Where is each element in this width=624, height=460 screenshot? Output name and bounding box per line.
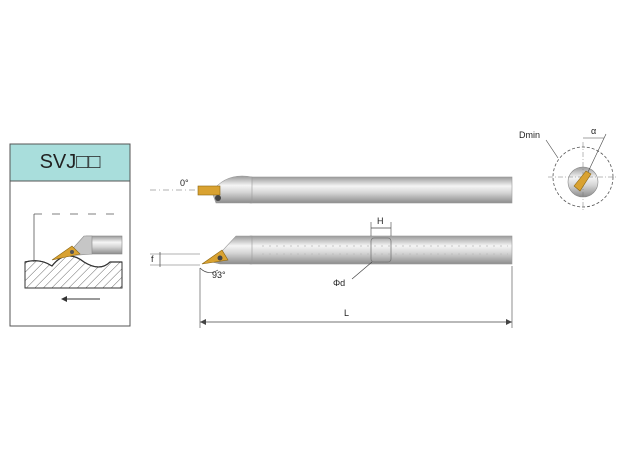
- lead-angle-label: 0°: [180, 178, 189, 188]
- length-label: L: [344, 308, 349, 318]
- diameter-leader: [351, 261, 373, 280]
- end-view: [545, 133, 618, 212]
- approach-angle-arc: [199, 267, 219, 273]
- top-insert: [197, 185, 221, 196]
- tool-side-view: [150, 222, 513, 328]
- title-box: [9, 143, 131, 182]
- tool-top-view: [150, 175, 513, 204]
- clearance-line: [587, 133, 607, 173]
- approach-angle-label: 93°: [212, 270, 226, 280]
- side-shank: [249, 235, 513, 265]
- offset-label: f: [151, 254, 154, 264]
- l-arrow-right: [506, 319, 512, 325]
- side-screw: [217, 255, 223, 261]
- dmin-label: Dmin: [519, 130, 540, 140]
- alpha-label: α: [591, 126, 596, 136]
- model-title: SVJ□□: [39, 151, 101, 173]
- dmin-leader: [545, 139, 559, 159]
- end-insert: [573, 170, 592, 192]
- side-insert: [201, 249, 229, 265]
- l-arrow-left: [200, 319, 206, 325]
- top-screw: [215, 195, 221, 201]
- mini-insert-screw: [70, 250, 74, 254]
- machining-illustration-panel: [9, 143, 131, 327]
- height-label: H: [377, 216, 384, 226]
- diameter-label: Φd: [333, 278, 345, 288]
- mini-insert: [51, 245, 81, 261]
- flat-section: [370, 237, 392, 263]
- top-shank: [249, 176, 513, 204]
